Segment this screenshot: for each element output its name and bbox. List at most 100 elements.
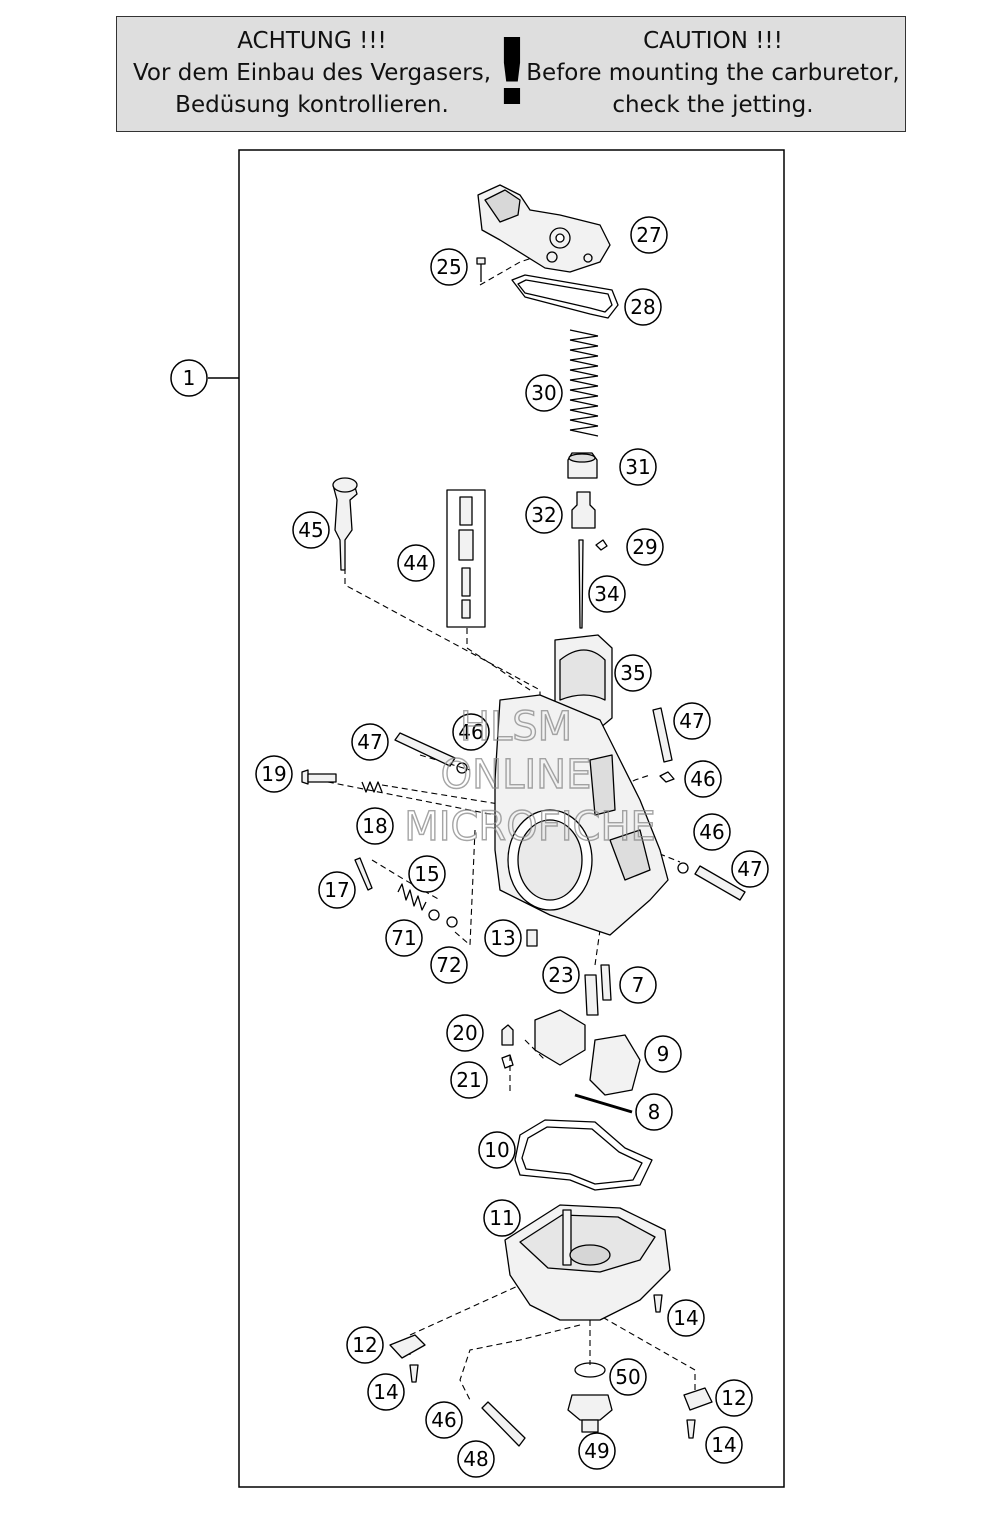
- callout-label: 27: [636, 223, 661, 247]
- callout-circle: [356, 807, 394, 845]
- callout-label: 29: [632, 535, 657, 559]
- callout-14: 14: [705, 1426, 743, 1464]
- callout-17: 17: [318, 871, 356, 909]
- callout-label: 19: [261, 762, 286, 786]
- callout-50: 50: [609, 1358, 647, 1396]
- callout-label: 15: [414, 862, 439, 886]
- callout-label: 46: [699, 820, 724, 844]
- callout-21: 21: [450, 1061, 488, 1099]
- callout-46: 46: [452, 713, 490, 751]
- callout-7: 7: [619, 966, 657, 1004]
- callout-12: 12: [715, 1379, 753, 1417]
- callout-35: 35: [614, 654, 652, 692]
- callout-71: 71: [385, 919, 423, 957]
- callout-circle: [542, 956, 580, 994]
- warning-german: ACHTUNG !!! Vor dem Einbau des Vergasers…: [123, 25, 501, 121]
- callout-circle: [588, 575, 626, 613]
- callout-circle: [408, 855, 446, 893]
- callout-label: 44: [403, 551, 428, 575]
- callout-circle: [425, 1401, 463, 1439]
- callout-label: 12: [721, 1386, 746, 1410]
- callout-label: 25: [436, 255, 461, 279]
- parts: [301, 184, 746, 1447]
- callout-circle: [430, 248, 468, 286]
- callout-circle: [619, 966, 657, 1004]
- callout-9: 9: [644, 1035, 682, 1073]
- callout-label: 49: [584, 1439, 609, 1463]
- callout-circle: [525, 496, 563, 534]
- callout-circle: [667, 1299, 705, 1337]
- callout-47: 47: [351, 723, 389, 761]
- callout-23: 23: [542, 956, 580, 994]
- callout-label: 46: [690, 767, 715, 791]
- callout-label: 7: [632, 973, 645, 997]
- callout-label: 32: [531, 503, 556, 527]
- watermark-line: HLSM: [460, 704, 572, 750]
- callout-circle: [292, 511, 330, 549]
- callout-circle: [452, 713, 490, 751]
- warning-german-line: Bedüsung kontrollieren.: [175, 92, 449, 118]
- callout-47: 47: [673, 702, 711, 740]
- callout-label: 45: [298, 518, 323, 542]
- callout-1: 1: [170, 359, 208, 397]
- callout-circle: [430, 946, 468, 984]
- callout-28: 28: [624, 288, 662, 326]
- callout-circle: [478, 1131, 516, 1169]
- callout-circle: [624, 288, 662, 326]
- callout-circle: [367, 1373, 405, 1411]
- callout-8: 8: [635, 1093, 673, 1131]
- callout-label: 14: [373, 1380, 398, 1404]
- callout-label: 31: [625, 455, 650, 479]
- callout-49: 49: [578, 1432, 616, 1470]
- callout-label: 30: [531, 381, 556, 405]
- callout-circle: [457, 1440, 495, 1478]
- callout-13: 13: [484, 919, 522, 957]
- callout-circle: [731, 850, 769, 888]
- callout-18: 18: [356, 807, 394, 845]
- warning-english-line: check the jetting.: [612, 92, 814, 118]
- callout-circle: [626, 528, 664, 566]
- callout-20: 20: [446, 1014, 484, 1052]
- callout-44: 44: [397, 544, 435, 582]
- callout-label: 71: [391, 926, 416, 950]
- callout-10: 10: [478, 1131, 516, 1169]
- callout-circle: [619, 448, 657, 486]
- callout-46: 46: [684, 760, 722, 798]
- diagram-frame: [238, 149, 785, 1488]
- exclamation-icon: !: [491, 19, 533, 126]
- callout-circle: [684, 760, 722, 798]
- warning-german-line: ACHTUNG !!!: [237, 28, 387, 54]
- callout-circle: [635, 1093, 673, 1131]
- callout-label: 18: [362, 814, 387, 838]
- warning-english-line: Before mounting the carburetor,: [526, 60, 900, 86]
- callout-label: 20: [452, 1021, 477, 1045]
- callout-label: 23: [548, 963, 573, 987]
- callout-circle: [630, 216, 668, 254]
- watermark: HLSM ONLINE MICROFICHE: [403, 703, 656, 850]
- callout-label: 48: [463, 1447, 488, 1471]
- callout-label: 13: [490, 926, 515, 950]
- callout-30: 30: [525, 374, 563, 412]
- callout-14: 14: [367, 1373, 405, 1411]
- callout-circle: [346, 1326, 384, 1364]
- warning-english: CAUTION !!! Before mounting the carburet…: [525, 25, 901, 121]
- callout-circle: [525, 374, 563, 412]
- callout-circle: [318, 871, 356, 909]
- callout-label: 47: [357, 730, 382, 754]
- callout-19: 19: [255, 755, 293, 793]
- callout-circle: [397, 544, 435, 582]
- callout-circle: [705, 1426, 743, 1464]
- callout-14: 14: [667, 1299, 705, 1337]
- callout-29: 29: [626, 528, 664, 566]
- callout-circle: [644, 1035, 682, 1073]
- callout-circle: [715, 1379, 753, 1417]
- callout-47: 47: [731, 850, 769, 888]
- callout-45: 45: [292, 511, 330, 549]
- callout-circle: [673, 702, 711, 740]
- callout-circle: [609, 1358, 647, 1396]
- callout-32: 32: [525, 496, 563, 534]
- callout-label: 12: [352, 1333, 377, 1357]
- callout-46: 46: [693, 813, 731, 851]
